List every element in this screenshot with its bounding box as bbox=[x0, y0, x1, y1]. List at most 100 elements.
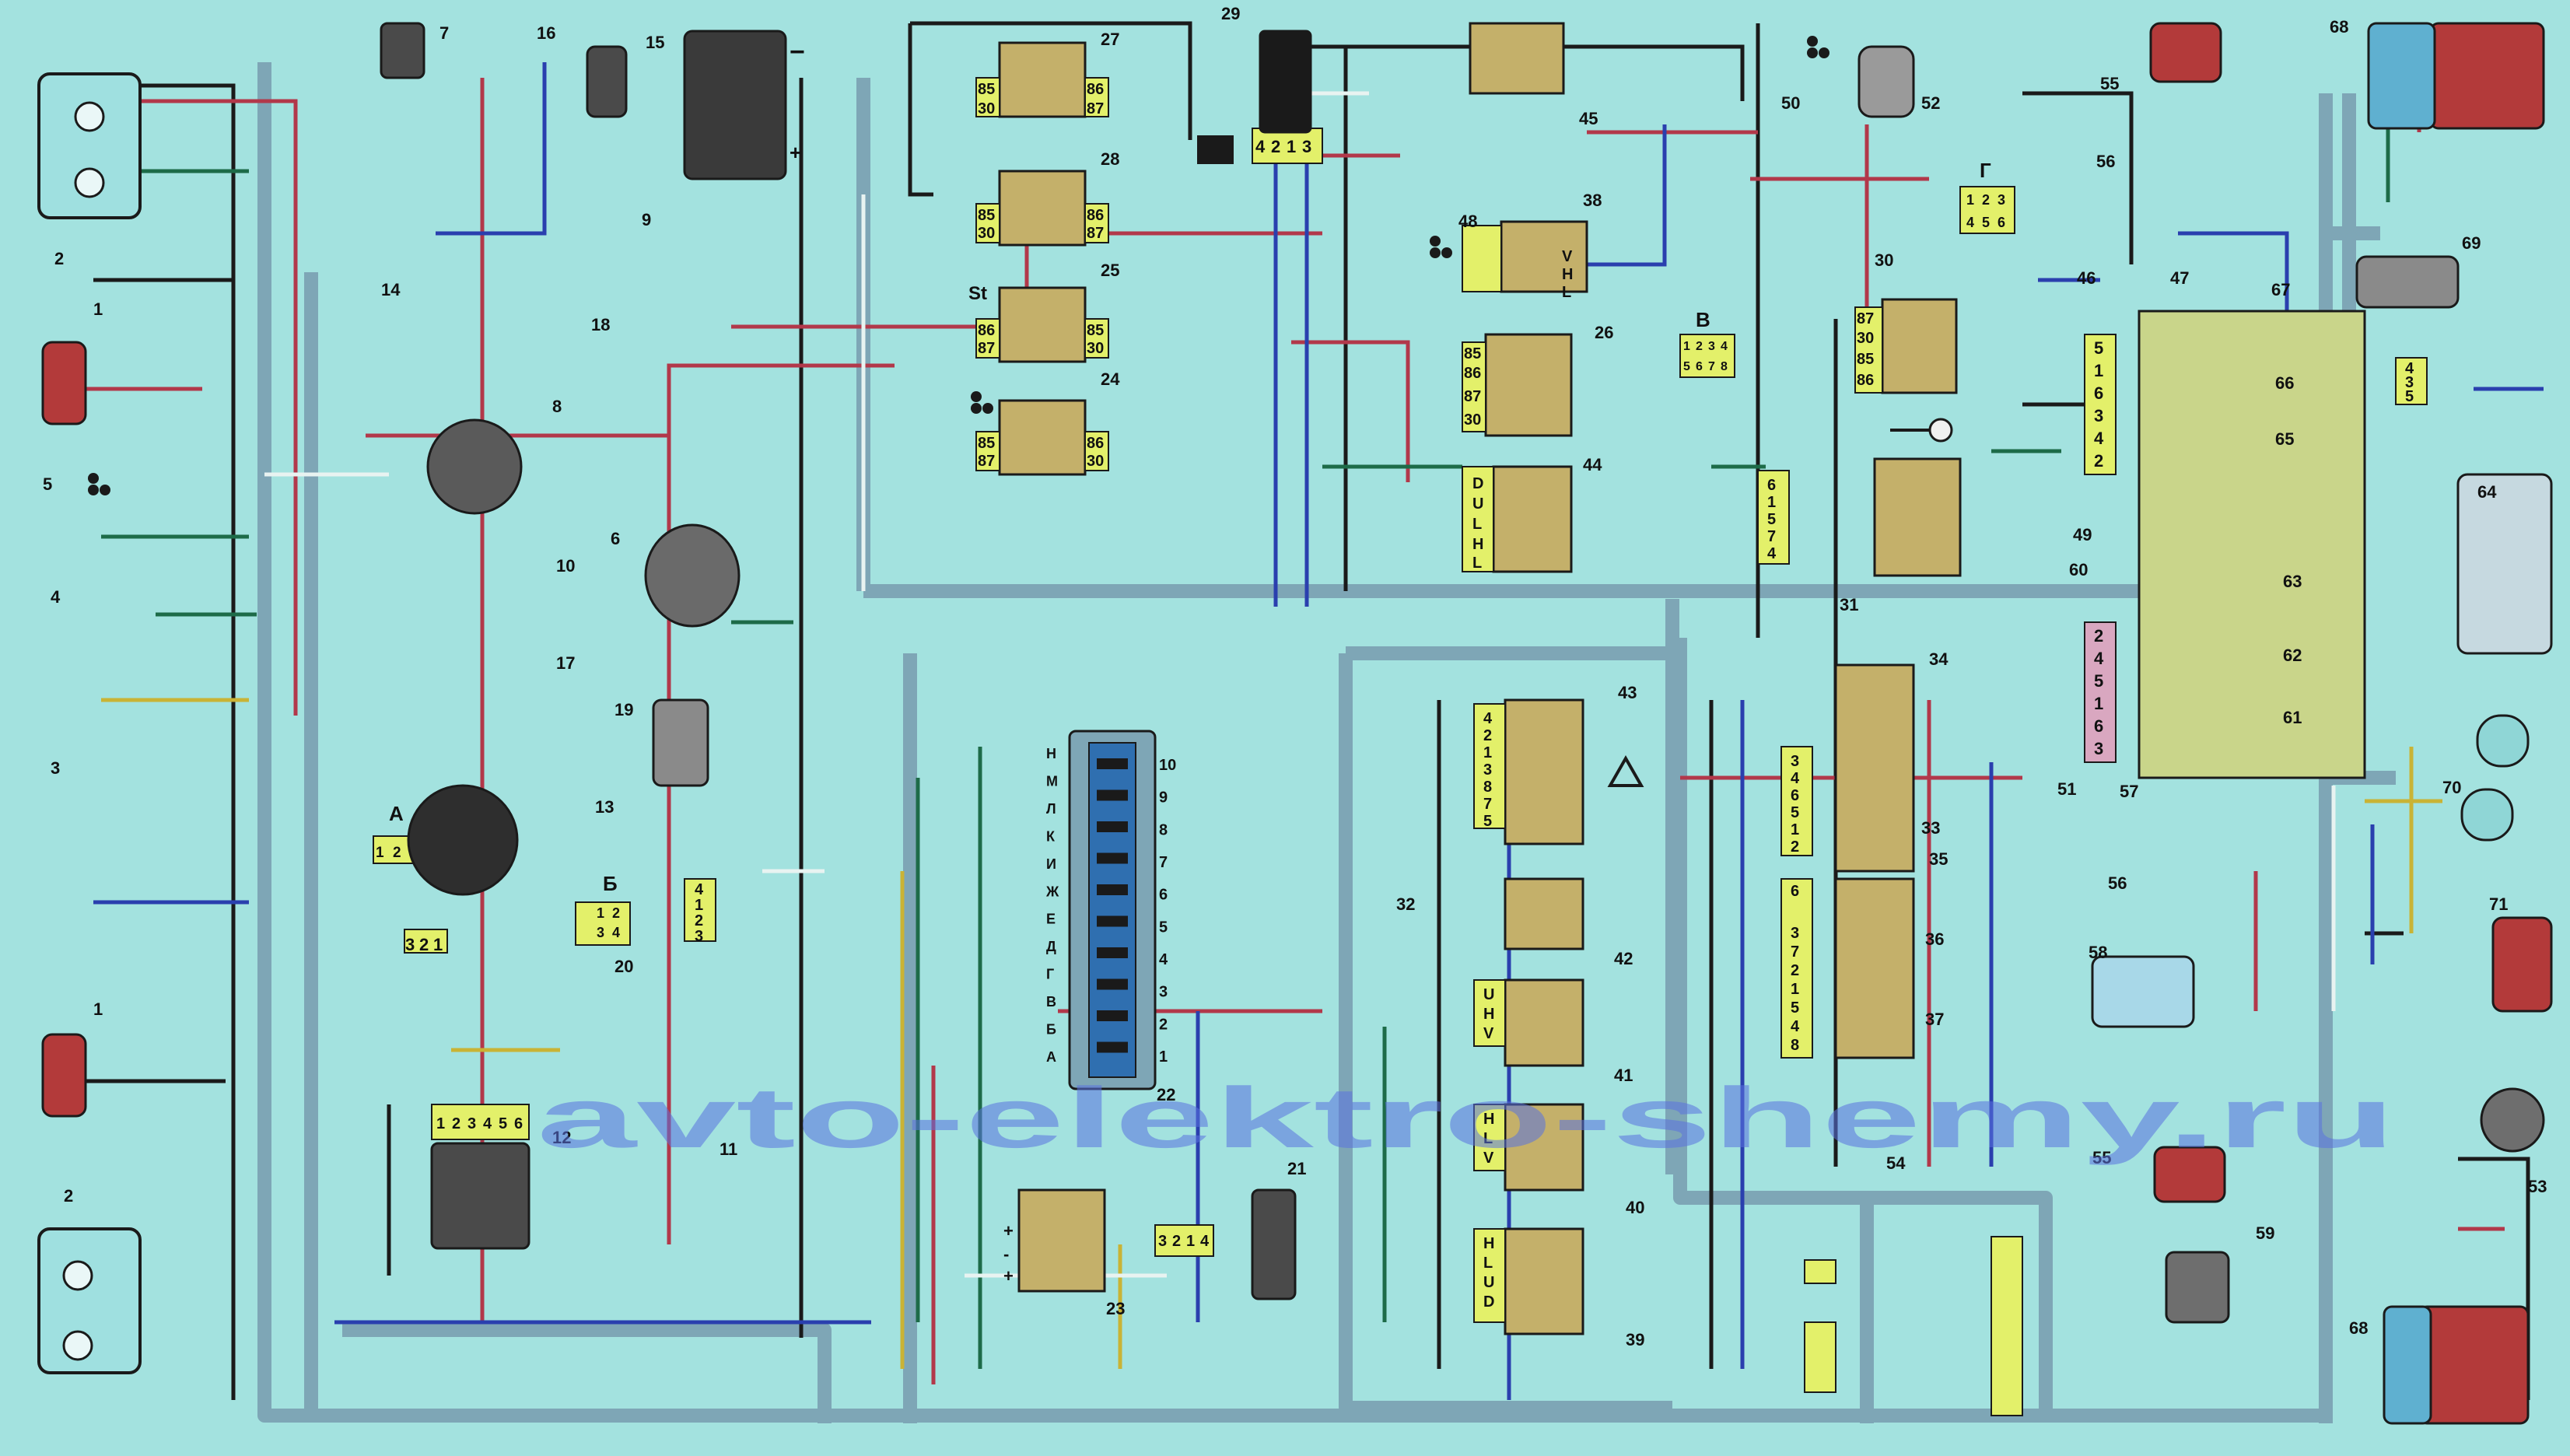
conn-43-5: 5 bbox=[1483, 813, 1492, 830]
sensor-16 bbox=[586, 45, 628, 118]
conn-19-4: 4 bbox=[695, 881, 704, 898]
block-23 bbox=[1017, 1188, 1106, 1293]
fuse-letter: Г bbox=[1046, 967, 1054, 982]
label-1-top: 1 bbox=[93, 299, 103, 319]
conn-43-3: 3 bbox=[1483, 761, 1492, 779]
conn-19-1: 1 bbox=[695, 897, 703, 914]
label-34: 34 bbox=[1929, 649, 1949, 669]
label-2-top: 2 bbox=[54, 249, 64, 268]
label-49: 49 bbox=[2073, 525, 2092, 544]
conn-36-3: 3 bbox=[1791, 925, 1799, 942]
relay-26-pin-30: 30 bbox=[1464, 411, 1481, 429]
conn-G-3: 3 bbox=[1998, 192, 2005, 208]
fuse-slot bbox=[1097, 947, 1128, 958]
fuse-slot bbox=[1097, 884, 1128, 895]
relay-27-pin-87: 87 bbox=[1087, 100, 1104, 117]
conn-12top-2: 2 bbox=[419, 935, 429, 954]
fuse-letter: В bbox=[1046, 994, 1056, 1010]
lamp-70-a bbox=[2460, 788, 2514, 842]
conn-48-L: L bbox=[1562, 284, 1571, 301]
label-14: 14 bbox=[381, 280, 401, 299]
block-42 bbox=[1504, 877, 1584, 950]
conn-36-6: 6 bbox=[1791, 883, 1799, 900]
block-letter-B: Б bbox=[603, 872, 618, 895]
fuse-letter: Н bbox=[1046, 746, 1056, 761]
label-55-top: 55 bbox=[2100, 74, 2119, 93]
conn-44-D: D bbox=[1472, 475, 1483, 492]
label-62: 62 bbox=[2283, 646, 2302, 665]
label-12: 12 bbox=[552, 1128, 571, 1147]
conn-36-4: 4 bbox=[1791, 1018, 1800, 1035]
label-1-bottom: 1 bbox=[93, 999, 103, 1019]
conn-69-3: 3 bbox=[2405, 374, 2414, 391]
conn-39-D: D bbox=[1483, 1293, 1494, 1311]
wires-white bbox=[264, 91, 2336, 1278]
conn-V-4: 4 bbox=[1721, 340, 1728, 353]
label-35: 35 bbox=[1929, 849, 1948, 869]
conn-47b-1: 1 bbox=[2094, 694, 2103, 713]
relay-30: 87 30 85 86 bbox=[1854, 298, 1958, 394]
conn-V-3: 3 bbox=[1708, 340, 1715, 353]
conn-44-L1: L bbox=[1472, 516, 1482, 533]
relay-24: 85 86 87 30 bbox=[975, 399, 1109, 476]
label-28: 28 bbox=[1101, 149, 1119, 169]
label-50: 50 bbox=[1781, 93, 1800, 113]
fuse-slot bbox=[1097, 1041, 1128, 1053]
conn-47b-2: 2 bbox=[2094, 626, 2103, 646]
label-11: 11 bbox=[720, 1139, 737, 1159]
lamp-58 bbox=[2091, 955, 2195, 1028]
conn-43-4: 4 bbox=[1483, 710, 1493, 727]
relay-30-pin-85: 85 bbox=[1857, 351, 1874, 368]
label-31: 31 bbox=[1840, 595, 1858, 614]
conn-47b-4: 4 bbox=[2094, 649, 2104, 668]
label-59: 59 bbox=[2256, 1223, 2274, 1243]
conn-47b-6: 6 bbox=[2094, 716, 2103, 736]
label-52: 52 bbox=[1921, 93, 1940, 113]
label-66: 66 bbox=[2275, 373, 2294, 393]
label-60: 60 bbox=[2069, 560, 2088, 579]
conn-31-4: 4 bbox=[1767, 545, 1777, 562]
conn-B-2: 2 bbox=[612, 905, 620, 921]
conn-36-2: 2 bbox=[1791, 962, 1799, 979]
label-6: 6 bbox=[611, 529, 620, 548]
taillight-68-blue bbox=[2367, 22, 2436, 1425]
label-38: 38 bbox=[1583, 191, 1602, 210]
conn-12-4: 4 bbox=[483, 1115, 492, 1132]
label-64: 64 bbox=[2477, 482, 2497, 502]
fuse-number: 1 bbox=[1159, 1048, 1168, 1066]
conn-V-2: 2 bbox=[1696, 340, 1703, 353]
relay-30-pin-30: 30 bbox=[1857, 330, 1874, 347]
ignition-switch-12 bbox=[430, 1142, 530, 1250]
conn-36-5: 5 bbox=[1791, 999, 1799, 1017]
conn-21-4: 4 bbox=[1200, 1233, 1210, 1250]
fuse-number: 7 bbox=[1159, 854, 1168, 871]
fuse-number: 10 bbox=[1159, 757, 1176, 774]
conn-43-1: 1 bbox=[1483, 744, 1492, 761]
conn-31-5: 5 bbox=[1767, 511, 1776, 528]
conn-47-1: 1 bbox=[2094, 361, 2103, 380]
label-45: 45 bbox=[1579, 109, 1598, 128]
relay-28-pin-30: 30 bbox=[978, 225, 995, 242]
label-8: 8 bbox=[552, 397, 562, 416]
conn-12-5: 5 bbox=[499, 1115, 507, 1132]
conn-G-5: 5 bbox=[1982, 215, 1990, 230]
conn-29-2: 2 bbox=[1271, 137, 1280, 156]
fuse-slot bbox=[1097, 915, 1128, 927]
relay-24-pin-30: 30 bbox=[1087, 453, 1104, 470]
conn-19-2: 2 bbox=[695, 912, 703, 929]
conn-V-5: 5 bbox=[1683, 360, 1690, 373]
relay-27-pin-86: 86 bbox=[1087, 81, 1104, 98]
conn-47-2: 2 bbox=[2094, 451, 2103, 471]
wiper-motor-19 bbox=[652, 698, 709, 787]
conn-29-1: 1 bbox=[1287, 137, 1296, 156]
label-29: 29 bbox=[1221, 4, 1240, 23]
fuel-sensor-53 bbox=[2480, 1087, 2545, 1153]
label-54: 54 bbox=[1886, 1153, 1906, 1173]
conn-41-U: U bbox=[1483, 986, 1494, 1003]
conn-36-7: 7 bbox=[1791, 943, 1799, 961]
conn-31-7: 7 bbox=[1767, 528, 1776, 545]
hazard-icon bbox=[1607, 754, 1644, 787]
label-17: 17 bbox=[556, 653, 575, 673]
fuse-number: 6 bbox=[1159, 887, 1168, 904]
